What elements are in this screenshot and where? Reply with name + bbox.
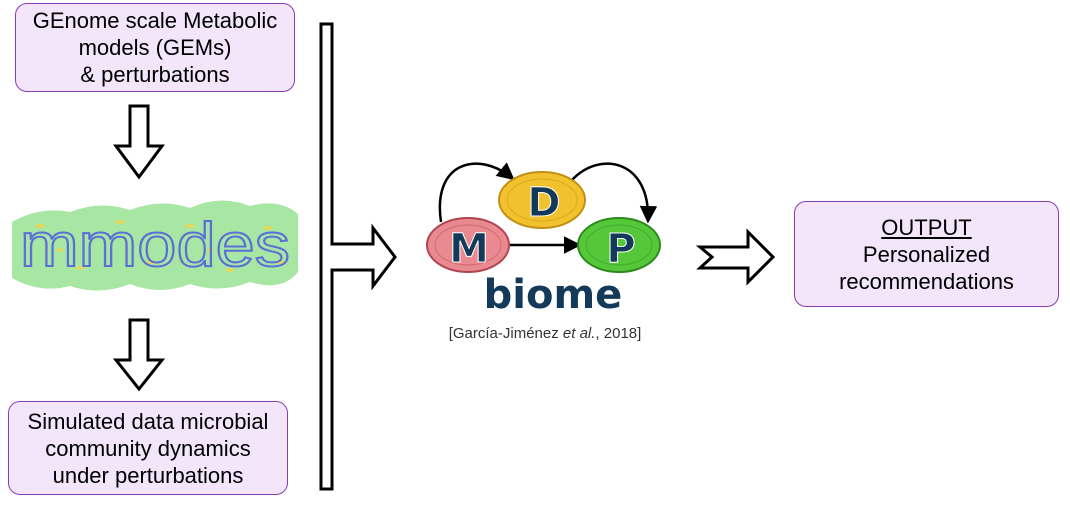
gems-line-1: GEnome scale Metabolic [32, 8, 278, 33]
right-arrow-icon [695, 228, 776, 286]
arrow-m-to-d [438, 162, 515, 223]
simulated-data-box: Simulated data microbial community dynam… [8, 401, 288, 495]
citation-italic: et al. [562, 325, 596, 342]
citation-suffix: , 2018] [595, 325, 642, 342]
citation: [García-Jiménez et al., 2018] [395, 325, 695, 342]
citation-prefix: [García-Jiménez [448, 325, 563, 342]
output-line-2: recommendations [839, 268, 1014, 294]
output-title: OUTPUT [881, 214, 972, 240]
down-arrow-1-icon [113, 104, 165, 180]
m-node [426, 217, 510, 273]
p-node-label: P [606, 226, 635, 272]
mmodes-logo-text: mmodes [20, 211, 290, 280]
output-line-1: Personalized [862, 241, 991, 267]
gems-line-2: models (GEMs) [78, 35, 232, 60]
mdpbiome-logo: M D P biome [426, 162, 661, 318]
d-node [498, 171, 586, 229]
m-node-label: M [449, 226, 489, 272]
down-arrow-2-icon [112, 318, 166, 392]
merge-bar-arrow-icon [319, 22, 397, 491]
d-node-label: D [527, 180, 560, 226]
sim-line-1: Simulated data microbial [27, 408, 269, 434]
mmodes-logo: mmodes [12, 200, 298, 291]
sim-line-2: community dynamics [45, 435, 251, 461]
p-node [577, 217, 661, 273]
sim-line-3: under perturbations [52, 462, 244, 488]
biome-wordmark: biome [484, 272, 623, 318]
gems-input-box: GEnome scale Metabolic models (GEMs) & p… [15, 3, 295, 92]
output-box: OUTPUT Personalized recommendations [794, 201, 1059, 307]
gems-line-3: & perturbations [80, 62, 230, 87]
arrow-d-to-p [571, 162, 658, 224]
